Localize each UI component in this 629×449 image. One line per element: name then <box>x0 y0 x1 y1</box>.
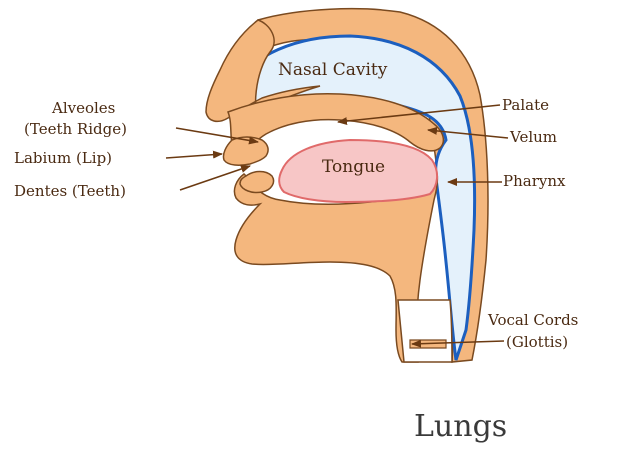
label-palate: Palate <box>502 96 549 114</box>
label-vocal-cords-line2: (Glottis) <box>506 333 568 351</box>
label-alveoles-line1: Alveoles <box>51 99 115 117</box>
arrow-labium <box>166 154 222 158</box>
label-dentes: Dentes (Teeth) <box>14 182 126 200</box>
trachea <box>398 300 452 362</box>
label-alveoles-line2: (Teeth Ridge) <box>24 120 127 138</box>
label-lungs: Lungs <box>414 409 507 444</box>
label-vocal-cords-line1: Vocal Cords <box>487 311 578 329</box>
label-tongue: Tongue <box>322 157 385 177</box>
upper-lip-skin <box>223 137 268 165</box>
label-labium: Labium (Lip) <box>14 149 112 167</box>
label-pharynx: Pharynx <box>503 172 566 190</box>
label-nasal-cavity: Nasal Cavity <box>278 60 388 80</box>
label-velum: Velum <box>509 128 557 146</box>
